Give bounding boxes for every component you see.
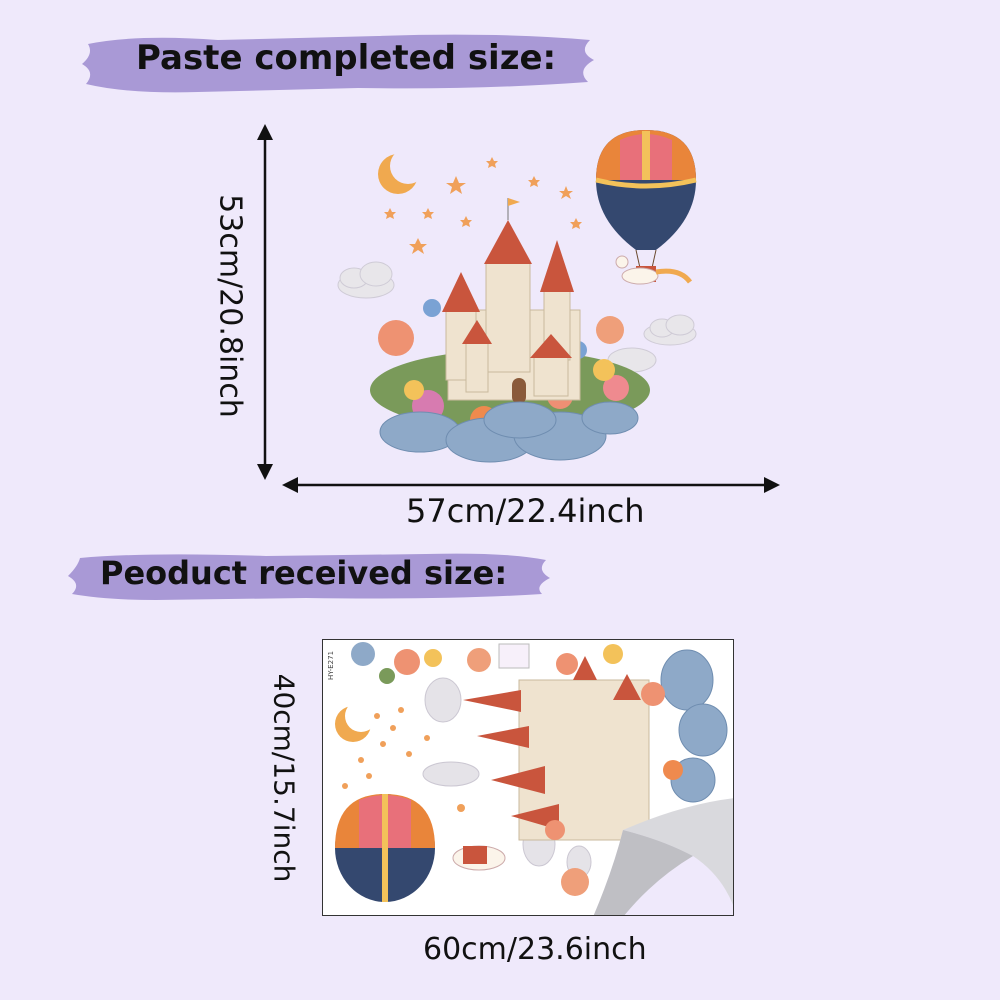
moon-icon <box>335 700 377 742</box>
completed-height-label: 53cm/20.8inch <box>212 194 248 418</box>
height-arrow <box>257 124 273 480</box>
cloud-icon <box>337 261 697 373</box>
star-icon <box>342 707 465 812</box>
cloud-base <box>641 649 728 803</box>
sticker-sheet-art <box>335 642 733 915</box>
received-height-label: 40cm/15.7inch <box>267 673 301 883</box>
preview-thumbnail <box>498 643 530 669</box>
moon-icon <box>378 148 426 194</box>
hot-air-balloon-icon <box>335 794 506 902</box>
castle-pieces <box>463 656 650 841</box>
completed-size-banner: Paste completed size: <box>78 26 598 98</box>
cloud-base <box>379 401 639 463</box>
flower-cluster <box>545 820 589 896</box>
received-size-banner: Peoduct received size: <box>66 548 552 602</box>
star-icon <box>384 157 582 254</box>
brush-stroke-shape <box>68 553 550 600</box>
flower-cluster <box>351 642 623 684</box>
castle-illustration <box>442 198 581 404</box>
peeled-corner <box>593 798 733 915</box>
sticker-sheet: HY-E271 <box>322 639 734 916</box>
completed-width-label: 57cm/22.4inch <box>406 492 645 530</box>
completed-artwork <box>257 124 780 493</box>
brush-stroke-shape <box>82 34 594 93</box>
received-size-heading: Peoduct received size: <box>100 554 508 592</box>
received-width-label: 60cm/23.6inch <box>423 932 647 967</box>
completed-size-heading: Paste completed size: <box>136 38 557 78</box>
width-arrow <box>282 477 780 493</box>
hot-air-balloon-icon <box>595 130 697 285</box>
